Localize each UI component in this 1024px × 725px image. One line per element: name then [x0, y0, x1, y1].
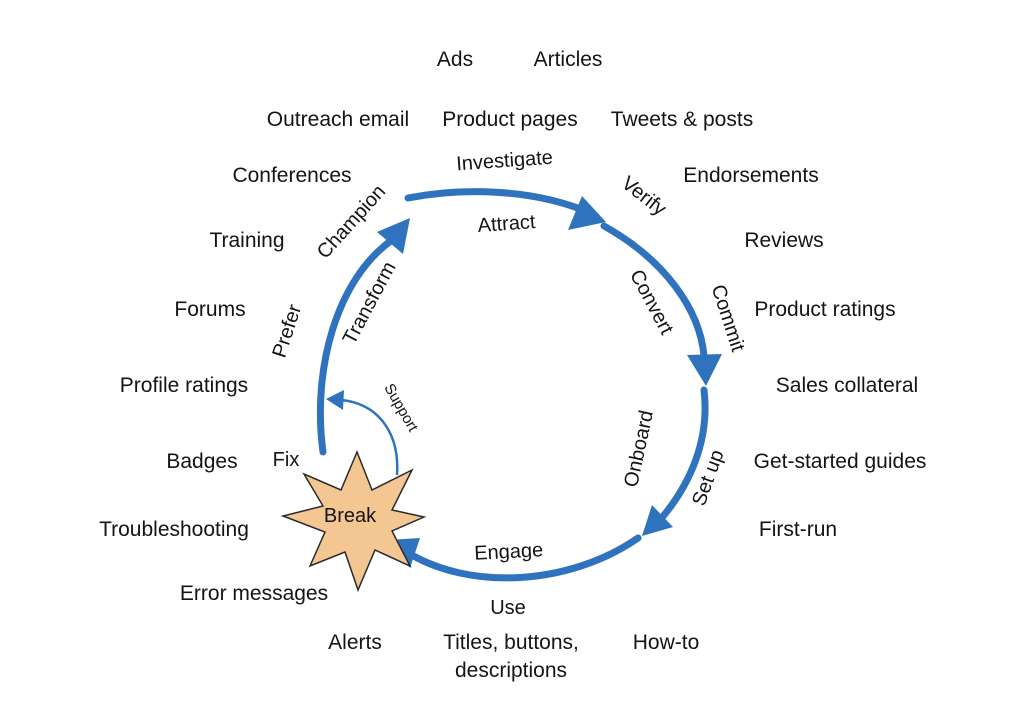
stage-onboard: Onboard [620, 408, 658, 489]
touchpoint-tweets-posts: Tweets & posts [611, 108, 753, 131]
stage-use: Use [490, 597, 526, 619]
stage-transform: Transform [339, 258, 401, 348]
touchpoint-profile-ratings: Profile ratings [120, 374, 248, 397]
break-star [280, 450, 427, 593]
arrow-convert-head [687, 354, 722, 386]
stage-break: Break [324, 505, 377, 527]
arrow-onboard-head [642, 505, 673, 536]
stage-fix: Fix [273, 449, 300, 471]
touchpoint-how-to: How-to [633, 631, 700, 654]
arrow-support [339, 398, 399, 476]
arrow-engage [401, 534, 642, 582]
touchpoint-conferences: Conferences [232, 164, 351, 187]
touchpoint-troubleshooting: Troubleshooting [99, 518, 249, 541]
touchpoint-reviews: Reviews [744, 229, 823, 252]
touchpoint-error-messages: Error messages [180, 582, 328, 605]
touchpoint-alerts: Alerts [328, 631, 382, 654]
arrow-convert [600, 222, 708, 360]
touchpoint-descriptions: descriptions [455, 659, 567, 682]
stage-prefer: Prefer [268, 302, 306, 361]
arrow-transform-head [377, 218, 410, 254]
touchpoint-training: Training [209, 229, 284, 252]
arrow-attract-head [568, 196, 606, 230]
touchpoint-forums: Forums [174, 298, 245, 321]
touchpoint-badges: Badges [166, 450, 237, 473]
stage-attract: Attract [477, 211, 537, 237]
touchpoint-product-ratings: Product ratings [754, 298, 895, 321]
touchpoint-outreach-email: Outreach email [267, 108, 409, 131]
cycle-arrows [316, 188, 722, 582]
touchpoint-sales-collateral: Sales collateral [776, 374, 918, 397]
touchpoint-first-run: First-run [759, 518, 837, 541]
touchpoint-articles: Articles [534, 48, 603, 71]
touchpoint-product-pages: Product pages [442, 108, 577, 131]
arrow-onboard [656, 386, 709, 524]
stage-engage: Engage [474, 539, 544, 565]
touchpoint-endorsements: Endorsements [683, 164, 818, 187]
stage-investigate: Investigate [456, 147, 554, 176]
touchpoint-ads: Ads [437, 48, 473, 71]
arrow-attract [404, 188, 592, 216]
stage-commit: Commit [707, 282, 749, 355]
arrow-transform [316, 236, 396, 456]
touchpoint-titles-buttons: Titles, buttons, [443, 631, 579, 654]
touchpoint-labels: Ads Articles Outreach email Product page… [99, 48, 926, 682]
arrow-support-head [326, 390, 344, 410]
touchpoint-get-started-guides: Get-started guides [754, 450, 927, 473]
stage-verify: Verify [617, 172, 670, 220]
